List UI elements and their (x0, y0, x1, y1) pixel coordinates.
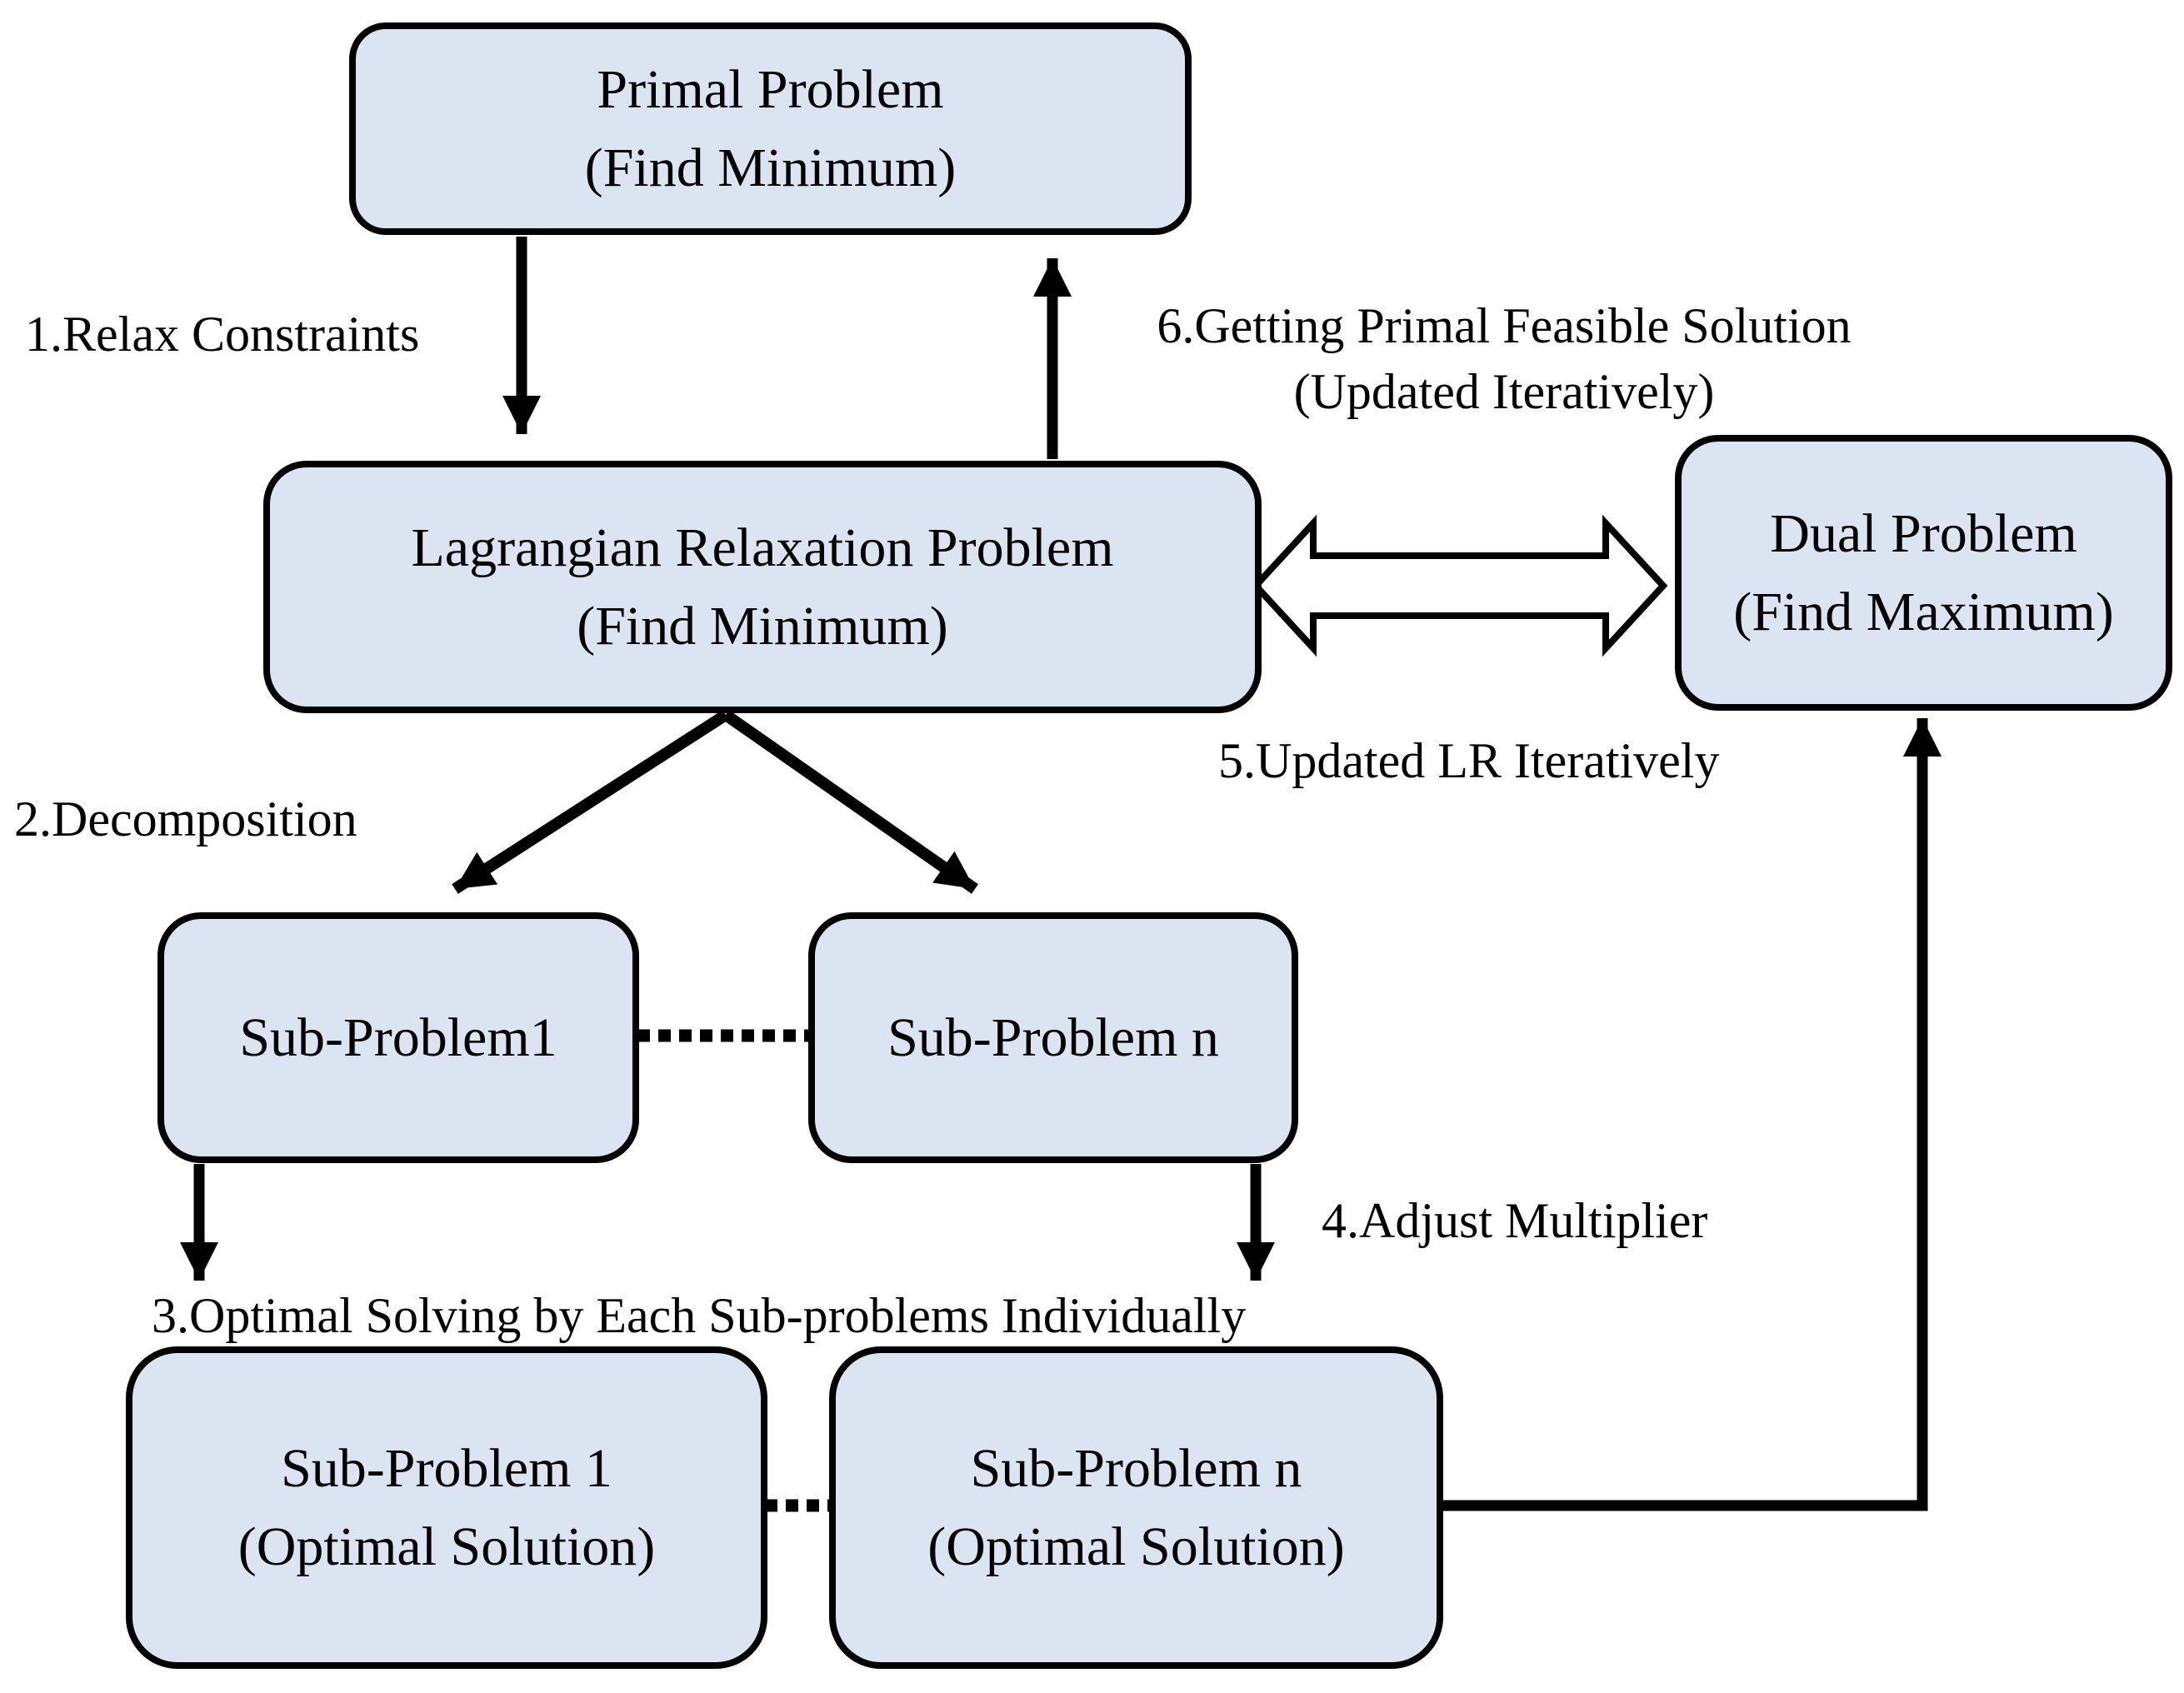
edge-label-primal-feasible: 6.Getting Primal Feasible Solution (Upda… (1075, 293, 1933, 425)
edge-label-primal-feasible-line2: (Updated Iteratively) (1293, 364, 1715, 420)
arrow-decomposition-right (722, 710, 979, 894)
edge-label-optimal-solving: 3.Optimal Solving by Each Sub-problems I… (152, 1288, 1247, 1343)
double-arrow-lr-dual (1251, 514, 1668, 657)
node-primal-title: Primal Problem (597, 58, 944, 120)
node-sub1-title: Sub-Problem1 (239, 1006, 557, 1068)
node-dual-title: Dual Problem (1770, 502, 2077, 564)
edge-label-primal-feasible-line1: 6.Getting Primal Feasible Solution (1157, 298, 1852, 353)
node-subn-opt-subtitle: (Optimal Solution) (927, 1516, 1345, 1577)
arrow-adjust-multiplier-connector (1440, 718, 1942, 1511)
node-sub1-opt-title: Sub-Problem 1 (281, 1437, 612, 1499)
node-lagrangian-relaxation-problem: Lagrangian Relaxation Problem (Find Mini… (263, 461, 1262, 713)
node-subn-title: Sub-Problem n (887, 1006, 1219, 1068)
edge-label-adjust-multiplier: 4.Adjust Multiplier (1322, 1193, 1708, 1248)
node-primal-problem: Primal Problem (Find Minimum) (349, 22, 1192, 235)
node-dual-problem: Dual Problem (Find Maximum) (1675, 435, 2172, 711)
node-subn-opt-title: Sub-Problem n (970, 1437, 1302, 1499)
node-sub1-opt-subtitle: (Optimal Solution) (237, 1516, 656, 1577)
arrow-decomposition-left (452, 710, 729, 894)
edge-label-relax-constraints: 1.Relax Constraints (25, 307, 420, 362)
node-sub-problem-1-optimal: Sub-Problem 1 (Optimal Solution) (126, 1346, 767, 1669)
node-primal-subtitle: (Find Minimum) (584, 137, 957, 198)
node-sub-problem-1: Sub-Problem1 (157, 912, 639, 1163)
node-sub-problem-n-optimal: Sub-Problem n (Optimal Solution) (829, 1346, 1443, 1669)
node-sub-problem-n: Sub-Problem n (808, 912, 1298, 1163)
node-lagrangian-title: Lagrangian Relaxation Problem (411, 517, 1114, 578)
edge-label-updated-lr: 5.Updated LR Iteratively (1218, 733, 1720, 788)
node-dual-subtitle: (Find Maximum) (1733, 581, 2114, 642)
node-lagrangian-subtitle: (Find Minimum) (577, 595, 948, 657)
edge-label-decomposition: 2.Decomposition (14, 792, 357, 846)
